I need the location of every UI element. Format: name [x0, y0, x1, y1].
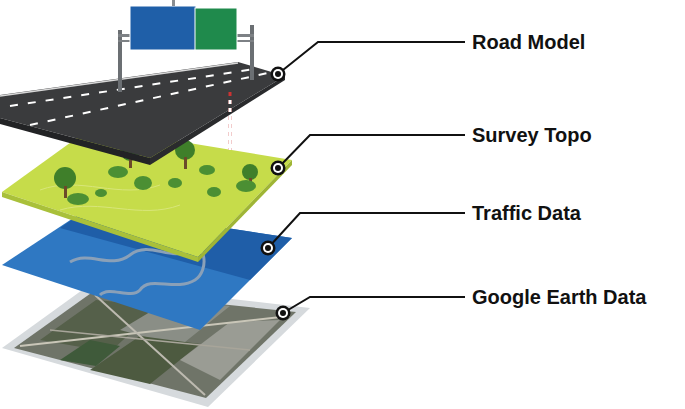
marker-dots: [261, 67, 291, 321]
leader-lines: [268, 42, 465, 313]
layer-label: Traffic Data: [472, 201, 581, 225]
layer-label: Google Earth Data: [472, 285, 646, 309]
layer-label: Road Model: [472, 30, 585, 54]
road-layer: [0, 0, 285, 165]
layer-label: Survey Topo: [472, 123, 592, 147]
